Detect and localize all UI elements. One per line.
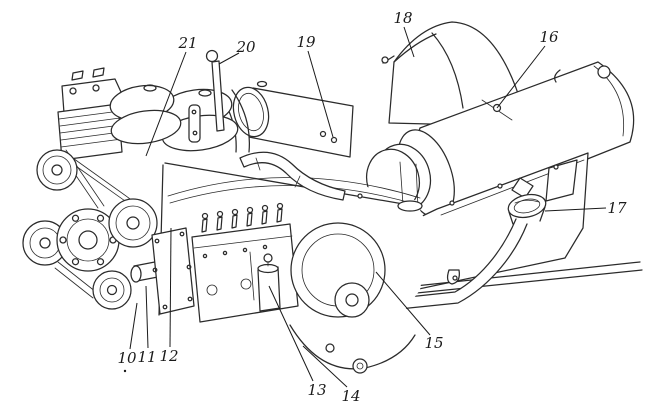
callout-leader-21 <box>145 51 187 157</box>
compressor-drawing <box>57 67 123 161</box>
primer-pump-drawing <box>249 251 281 312</box>
callout-label-19: 19 <box>296 33 316 51</box>
callout-leader-20 <box>218 52 240 65</box>
dipstick-drawing <box>188 49 225 143</box>
callout-leader-18 <box>403 26 415 58</box>
front-plate-drawing <box>151 227 195 315</box>
callout-label-16: 16 <box>539 28 559 46</box>
engine-illustration <box>22 21 643 374</box>
callout-leader-12 <box>169 227 172 348</box>
callout-label-12: 12 <box>159 347 178 365</box>
callout-label-10: 10 <box>117 349 137 367</box>
callout-label-13: 13 <box>307 381 326 399</box>
callout-leader-17 <box>544 207 607 212</box>
pulley-belt-drawing <box>22 149 164 310</box>
callout-leader-15 <box>375 271 431 336</box>
reservoir-cylinder-drawing <box>232 80 354 158</box>
callout-label-11: 11 <box>137 348 156 366</box>
callout-leader-11 <box>145 285 149 349</box>
callout-leader-10 <box>129 302 138 350</box>
callout-label-18: 18 <box>393 9 412 27</box>
callout-leader-14 <box>302 345 348 388</box>
callout-label-20: 20 <box>235 38 256 56</box>
callout-label-15: 15 <box>424 334 443 352</box>
air-cleaner-dome-drawing <box>381 21 524 126</box>
callout-leader-13 <box>268 285 314 382</box>
callout-label-21: 21 <box>177 34 197 52</box>
callout-leader-19 <box>307 50 334 138</box>
callout-label-17: 17 <box>607 199 627 217</box>
speck-dot <box>123 369 127 373</box>
flywheel-housing-drawing <box>289 222 416 374</box>
callout-label-14: 14 <box>341 387 360 405</box>
callout-leader-16 <box>496 45 546 109</box>
